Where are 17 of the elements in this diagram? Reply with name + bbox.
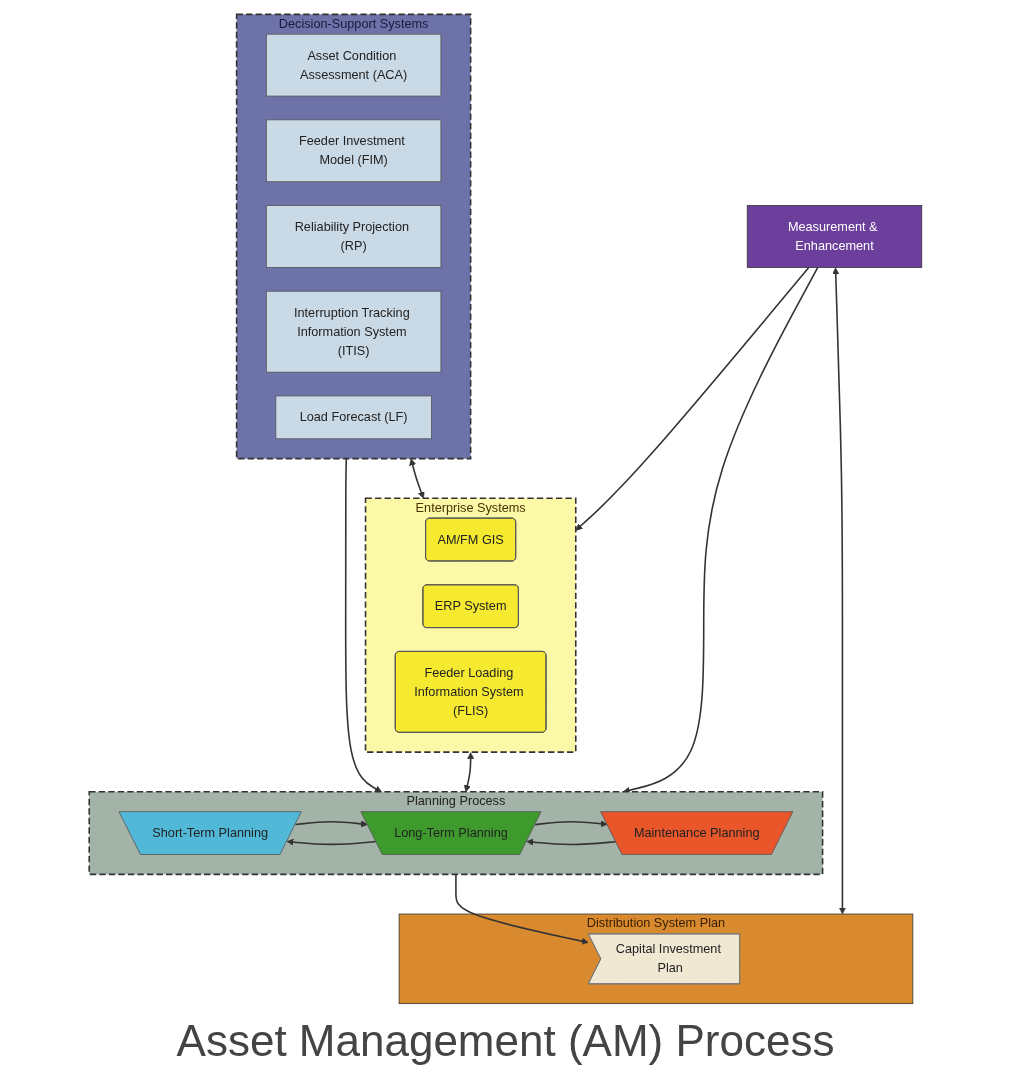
- arrow: [463, 752, 475, 793]
- node-box: Interruption Tracking Information System (ITIS): [265, 290, 442, 373]
- arrow: [534, 820, 608, 828]
- node-box: Load Forecast (LF): [275, 395, 432, 440]
- arrow: [409, 458, 425, 499]
- arrow: [344, 457, 382, 793]
- node-box: Asset Condition Assessment (ACA): [265, 33, 442, 97]
- node-box: Reliability Projection (RP): [265, 205, 442, 268]
- arrow: [455, 873, 589, 945]
- arrow: [286, 838, 377, 846]
- arrow: [294, 820, 368, 828]
- arrow: [526, 838, 617, 846]
- node-box: Feeder Investment Model (FIM): [265, 119, 442, 183]
- arrow: [575, 266, 810, 531]
- node-box: Measurement & Enhancement: [746, 205, 923, 268]
- diagram-title: Asset Management (AM) Process: [176, 1016, 835, 1066]
- arrow: [832, 267, 846, 915]
